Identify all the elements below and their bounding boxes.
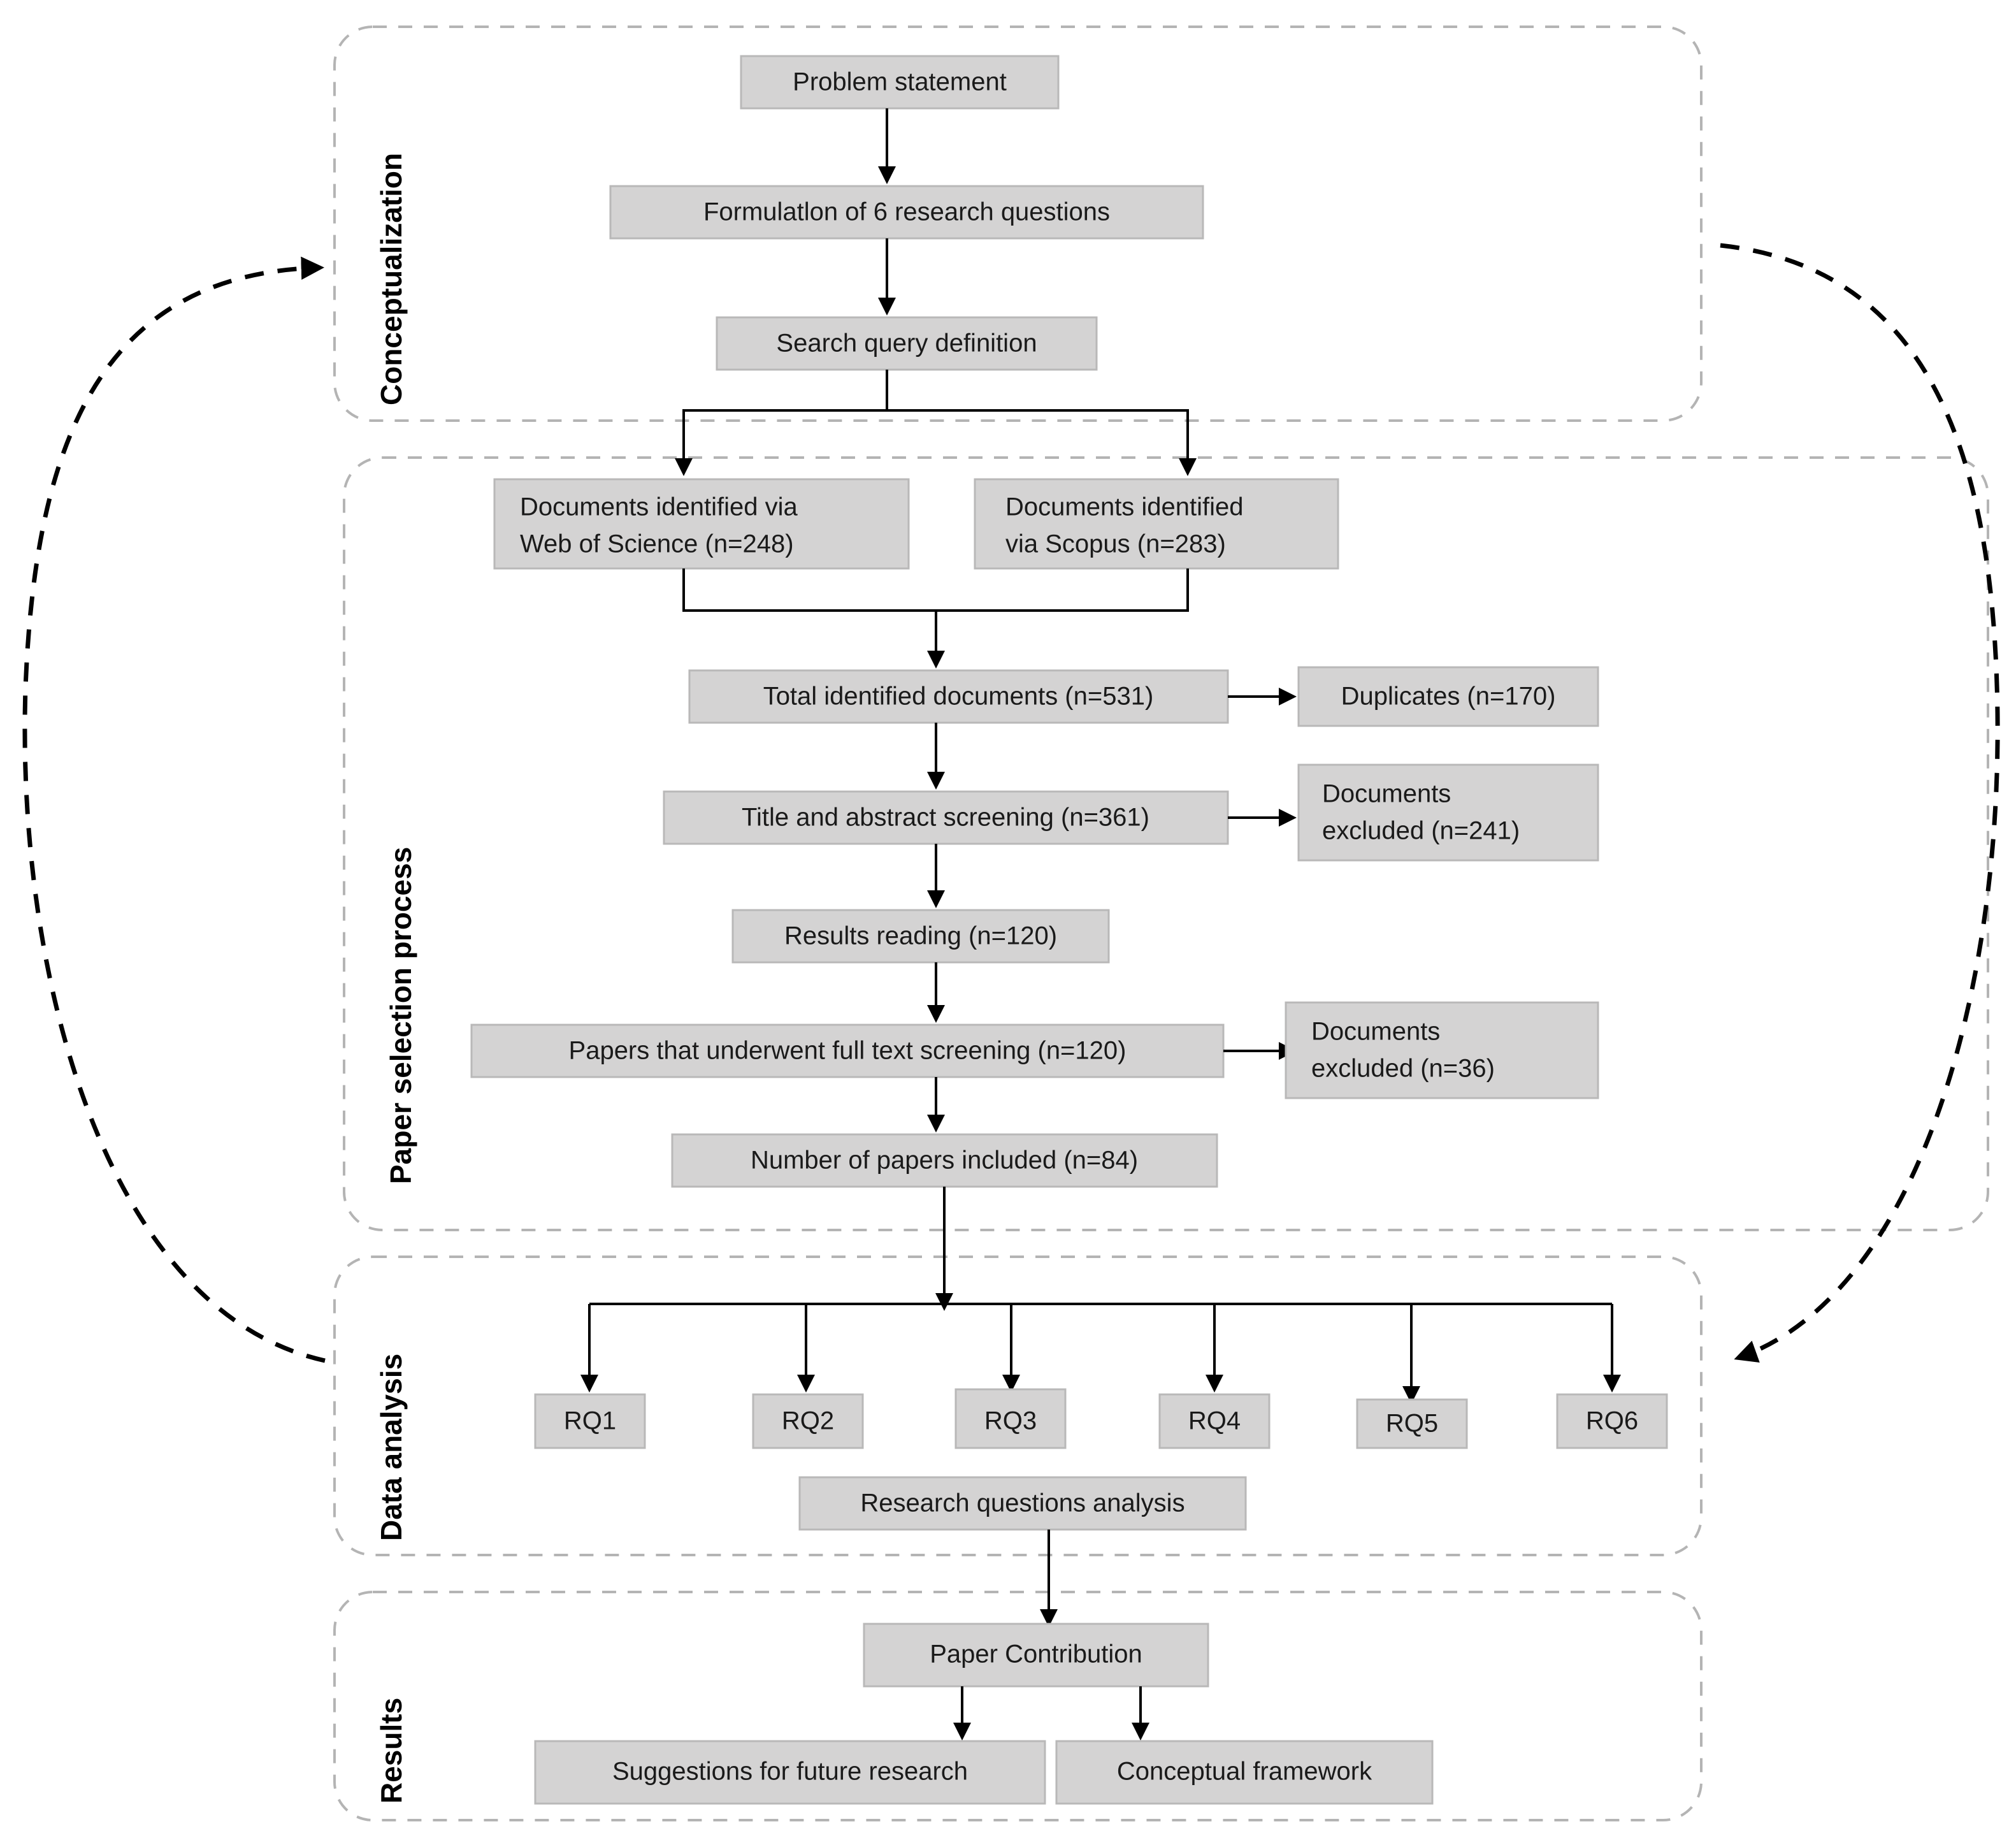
node-rq5[interactable] xyxy=(1356,1398,1468,1449)
node-rq1-label: RQ1 xyxy=(564,1407,616,1435)
node-rq1[interactable] xyxy=(534,1393,646,1449)
node-future-research[interactable] xyxy=(534,1740,1046,1805)
node-future-research-label: Suggestions for future research xyxy=(612,1758,968,1786)
node-results-reading[interactable] xyxy=(731,909,1110,964)
node-duplicates[interactable] xyxy=(1297,666,1599,727)
node-formulation[interactable] xyxy=(609,185,1204,240)
node-papers-included[interactable] xyxy=(671,1133,1218,1188)
node-rq-analysis-label: Research questions analysis xyxy=(860,1489,1184,1517)
node-excluded-36[interactable] xyxy=(1285,1001,1599,1099)
feedback-arc-right xyxy=(1720,243,2000,1363)
node-rq2-label: RQ2 xyxy=(782,1407,834,1435)
node-problem-statement[interactable] xyxy=(740,55,1060,110)
node-total-identified-label: Total identified documents (n=531) xyxy=(763,683,1154,711)
section-container-results xyxy=(333,1591,1703,1821)
section-label-data-analysis: Data analysis xyxy=(375,1354,408,1541)
edge-wos-merge xyxy=(682,568,936,612)
section-label-conceptualization: Conceptualization xyxy=(375,153,408,405)
node-scopus[interactable] xyxy=(974,478,1339,570)
node-rq4[interactable] xyxy=(1158,1393,1271,1449)
node-conceptual-framework-label: Conceptual framework xyxy=(1117,1758,1372,1786)
section-label-paper-selection: Paper selection process xyxy=(384,847,417,1184)
section-container-conceptualization xyxy=(333,25,1703,422)
node-excluded-241-label-line2: excluded (n=241) xyxy=(1322,817,1520,845)
section-label-results: Results xyxy=(375,1698,408,1804)
node-rq6-label: RQ6 xyxy=(1586,1407,1638,1435)
node-rq-analysis[interactable] xyxy=(798,1476,1247,1531)
section-container-paper-selection xyxy=(343,456,1989,1231)
node-formulation-label: Formulatlon of 6 research questions xyxy=(703,198,1110,226)
node-wos[interactable] xyxy=(493,478,910,570)
node-full-text-screening[interactable] xyxy=(470,1024,1225,1078)
node-excluded-36-label-line2: excluded (n=36) xyxy=(1311,1055,1495,1083)
node-excluded-241[interactable] xyxy=(1297,763,1599,862)
node-paper-contribution-label: Paper Contribution xyxy=(930,1640,1142,1668)
node-problem-statement-label: Problem statement xyxy=(793,68,1007,96)
edge-search-split-right xyxy=(887,409,1197,476)
node-results-reading-label: Results reading (n=120) xyxy=(784,922,1057,950)
node-excluded-36-label-line1: Documents xyxy=(1311,1018,1440,1046)
node-search-query[interactable] xyxy=(716,316,1098,371)
node-wos-label-line1: Documents identified via xyxy=(520,493,798,521)
node-rq3-label: RQ3 xyxy=(984,1407,1037,1435)
node-total-identified[interactable] xyxy=(688,669,1229,724)
node-conceptual-framework[interactable] xyxy=(1055,1740,1434,1805)
section-container-data-analysis xyxy=(333,1255,1703,1556)
node-rq4-label: RQ4 xyxy=(1188,1407,1241,1435)
node-paper-contribution[interactable] xyxy=(863,1623,1209,1688)
node-wos-label-line2: Web of Science (n=248) xyxy=(520,530,794,558)
edge-search-split-left xyxy=(675,370,888,476)
feedback-arc-left xyxy=(22,256,326,1363)
node-scopus-label-line2: via Scopus (n=283) xyxy=(1005,530,1226,558)
node-rq3[interactable] xyxy=(954,1388,1067,1449)
edge-scopus-merge xyxy=(936,568,1189,612)
node-title-abstract-label: Title and abstract screening (n=361) xyxy=(742,804,1149,832)
node-duplicates-label: Duplicates (n=170) xyxy=(1341,683,1556,711)
node-excluded-241-label-line1: Documents xyxy=(1322,780,1451,808)
node-rq6[interactable] xyxy=(1556,1393,1668,1449)
node-papers-included-label: Number of papers included (n=84) xyxy=(751,1147,1138,1175)
node-rq5-label: RQ5 xyxy=(1386,1410,1438,1438)
node-scopus-label-line1: Documents identified xyxy=(1005,493,1244,521)
node-search-query-label: Search query definition xyxy=(776,329,1037,358)
node-full-text-screening-label: Papers that underwent full text screenin… xyxy=(569,1037,1127,1065)
node-rq2[interactable] xyxy=(752,1393,864,1449)
